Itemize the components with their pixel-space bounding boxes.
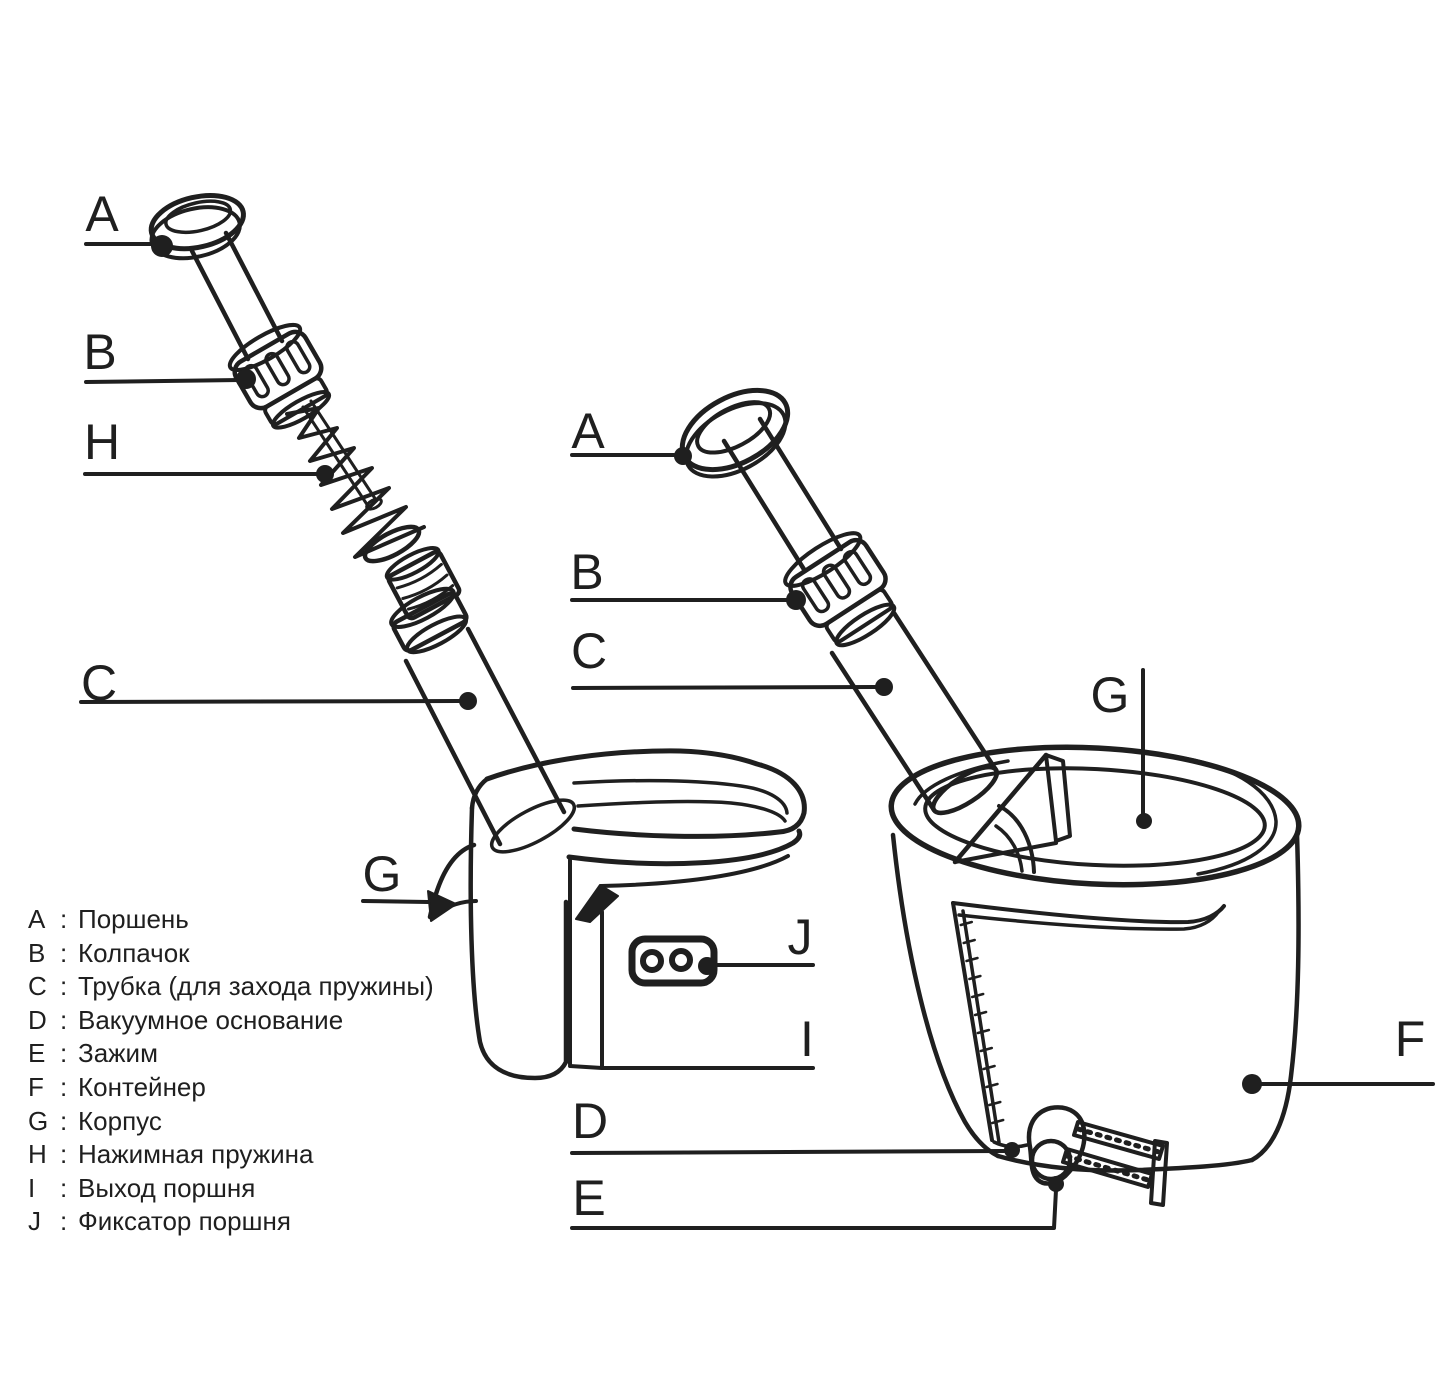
pressure-spring xyxy=(285,399,426,564)
legend-row-i: I:Выход поршня xyxy=(28,1172,488,1206)
label-c-right: C xyxy=(571,623,607,679)
callout-c-left: C xyxy=(79,655,477,711)
legend-name: Поршень xyxy=(78,904,189,934)
callout-c-right: C xyxy=(571,623,893,696)
label-f: F xyxy=(1395,1011,1426,1067)
container-left-edge xyxy=(890,832,1001,1159)
label-a-right: A xyxy=(571,403,605,459)
label-b-left: B xyxy=(83,324,116,380)
clamp-lever-bar2 xyxy=(1061,1147,1154,1189)
callout-d: D xyxy=(570,1093,1020,1158)
callouts: A B H C G A B xyxy=(79,186,1435,1230)
spring-coil xyxy=(285,406,426,559)
callout-e: E xyxy=(570,1170,1064,1230)
body-rim-outer xyxy=(484,748,807,839)
legend-row-b: B:Колпачок xyxy=(28,937,488,971)
piston-head-left xyxy=(148,193,246,261)
callout-a-left: A xyxy=(84,186,173,257)
legend-name: Зажим xyxy=(78,1038,158,1069)
piston-head-right xyxy=(679,387,791,479)
callout-b-left: B xyxy=(83,324,256,389)
legend-name: Вакуумное основание xyxy=(78,1004,344,1035)
right-assembled-unit xyxy=(679,387,1302,1207)
label-i: I xyxy=(800,1011,814,1067)
label-g-left: G xyxy=(363,846,402,902)
tube-right xyxy=(829,610,1000,816)
legend-row-a: A:Поршень xyxy=(28,903,488,937)
legend-key: J xyxy=(28,1206,41,1237)
container-rim-inner xyxy=(923,766,1267,868)
callout-b-right: B xyxy=(570,544,806,610)
clamp-assembly xyxy=(992,1105,1169,1207)
body-rim-lip xyxy=(566,828,803,867)
legend-key: B xyxy=(28,937,46,968)
callout-i: I xyxy=(600,1011,815,1070)
legend-name: Фиксатор поршня xyxy=(78,1206,291,1237)
tube-left xyxy=(384,546,577,854)
legend-row-c: C:Трубка (для захода пружины) xyxy=(28,970,488,1004)
legend-row-f: F:Контейнер xyxy=(28,1071,488,1105)
callout-h: H xyxy=(83,414,334,483)
legend-row-d: D:Вакуумное основание xyxy=(28,1004,488,1038)
legend-key: F xyxy=(28,1071,44,1102)
front-panel xyxy=(951,901,1226,1144)
container-right-edge xyxy=(1249,831,1301,1163)
legend-row-j: J:Фиксатор поршня xyxy=(28,1205,488,1239)
label-e: E xyxy=(572,1170,605,1226)
legend-name: Трубка (для захода пружины) xyxy=(78,971,434,1002)
hatch-ticks xyxy=(959,920,1005,1125)
legend-row-e: E:Зажим xyxy=(28,1037,488,1071)
legend-row-h: H:Нажимная пружина xyxy=(28,1138,488,1172)
legend-name: Контейнер xyxy=(78,1071,206,1102)
piston-outlet-mark xyxy=(575,884,619,923)
label-a-left: A xyxy=(85,186,119,242)
legend-key: I xyxy=(28,1172,36,1203)
body-cylinder xyxy=(468,805,569,1081)
container xyxy=(888,744,1302,1207)
legend-name: Выход поршня xyxy=(78,1172,256,1203)
inner-bracket xyxy=(952,752,1072,874)
legend-key: D xyxy=(28,1004,47,1035)
callout-g-right: G xyxy=(1091,667,1152,829)
legend-name: Нажимная пружина xyxy=(78,1139,314,1170)
callout-g-left: G xyxy=(361,846,457,922)
label-j: J xyxy=(788,909,813,965)
piston-shaft-left xyxy=(189,230,285,362)
legend-key: E xyxy=(28,1038,46,1069)
callout-f: F xyxy=(1242,1011,1435,1094)
legend-name: Корпус xyxy=(78,1105,162,1136)
piston-shaft-right xyxy=(721,416,844,574)
legend-name: Колпачок xyxy=(78,937,190,968)
callout-a-right: A xyxy=(570,403,692,465)
container-rim-outer xyxy=(888,744,1302,888)
clamp-lever-hook xyxy=(1149,1139,1169,1207)
legend-key: A xyxy=(28,904,46,934)
legend-key: H xyxy=(28,1139,47,1170)
legend-key: G xyxy=(28,1105,49,1136)
label-b-right: B xyxy=(570,544,603,600)
label-h: H xyxy=(84,414,120,470)
label-g-right: G xyxy=(1091,667,1130,723)
label-d: D xyxy=(572,1093,608,1149)
legend-row-g: G:Корпус xyxy=(28,1105,488,1139)
callout-j: J xyxy=(698,909,815,975)
legend-key: C xyxy=(28,971,47,1002)
clamp-lever-bar1 xyxy=(1072,1120,1165,1161)
parts-legend: A:Поршень B:Колпачок C:Трубка (для заход… xyxy=(28,903,488,1239)
